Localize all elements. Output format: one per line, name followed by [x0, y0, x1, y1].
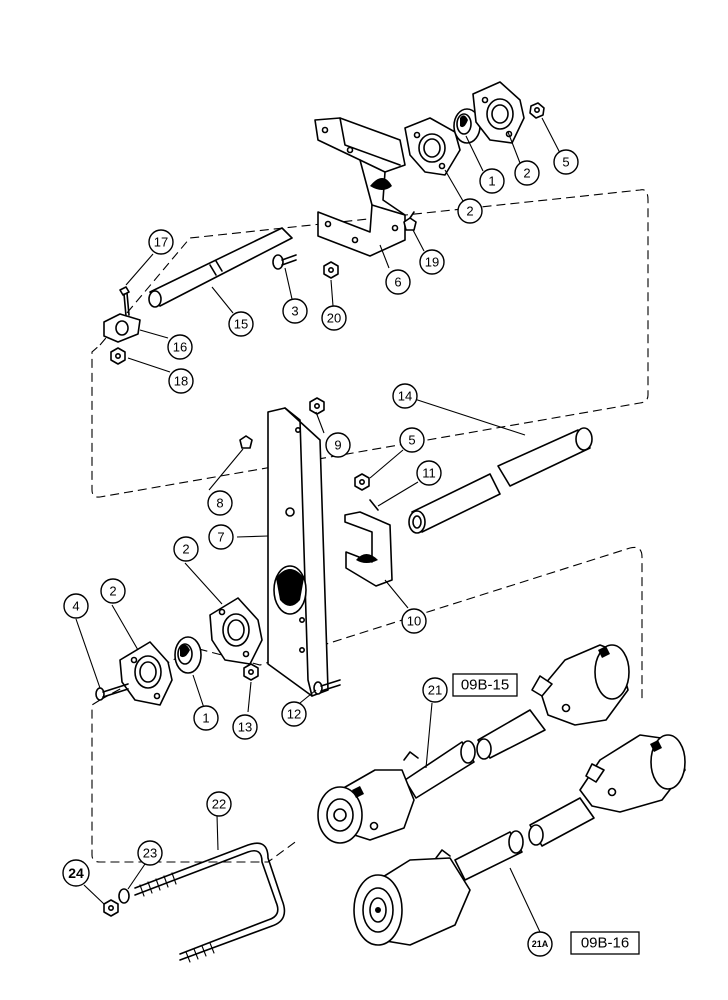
callout-14: 14: [392, 383, 418, 409]
callout-5-top: 5: [553, 149, 579, 175]
svg-text:9: 9: [334, 438, 341, 453]
svg-text:18: 18: [174, 374, 188, 389]
flange-bearing-housing-top-right: [472, 81, 525, 144]
svg-text:20: 20: [327, 311, 341, 326]
bracket-6: [314, 117, 406, 257]
callout-11: 11: [416, 460, 442, 486]
rod-22: [134, 842, 286, 963]
callout-2-top-right: 2: [514, 160, 540, 186]
callout-18: 18: [168, 368, 194, 394]
nut-5-top: [529, 102, 545, 119]
svg-text:2: 2: [109, 584, 116, 599]
nut-24: [103, 899, 119, 917]
nut-13: [243, 663, 259, 681]
svg-text:17: 17: [154, 235, 168, 250]
svg-text:14: 14: [398, 389, 412, 404]
screw-8: [239, 435, 253, 449]
svg-text:5: 5: [562, 155, 569, 170]
callout-15: 15: [228, 311, 254, 337]
svg-text:13: 13: [238, 720, 252, 735]
svg-text:21: 21: [428, 683, 442, 698]
callout-13: 13: [232, 714, 258, 740]
shaft-15: [148, 227, 293, 308]
callout-17: 17: [148, 229, 174, 255]
callout-24: 24: [62, 859, 90, 887]
callout-22: 22: [206, 791, 232, 817]
bolt-12: [313, 679, 341, 695]
reference-box-09b-16: 09B-16: [570, 931, 640, 955]
bearing-lower: [174, 636, 202, 674]
callout-5-middle: 5: [399, 427, 425, 453]
callout-1-lower: 1: [193, 705, 219, 731]
flange-bearing-housing-top-left: [404, 117, 461, 176]
svg-text:16: 16: [173, 340, 187, 355]
svg-text:2: 2: [523, 166, 530, 181]
svg-text:19: 19: [425, 255, 439, 270]
callout-9: 9: [325, 432, 351, 458]
flange-bearing-housing-lower-right: [209, 597, 263, 665]
clamp-16: [103, 313, 141, 343]
leader-lines: [75, 117, 561, 933]
callout-2-middle: 2: [173, 536, 199, 562]
svg-text:7: 7: [217, 530, 224, 545]
callout-7: 7: [208, 524, 234, 550]
bearing-top: [453, 108, 481, 144]
svg-text:2: 2: [466, 204, 473, 219]
callout-12: 12: [281, 701, 307, 727]
callout-23: 23: [137, 840, 163, 866]
svg-text:09B-16: 09B-16: [581, 935, 629, 952]
svg-text:1: 1: [488, 174, 495, 189]
screw-11: [369, 499, 379, 511]
svg-text:12: 12: [287, 707, 301, 722]
svg-text:23: 23: [143, 846, 157, 861]
washer-23: [118, 888, 130, 904]
flange-bearing-housing-lower-left: [119, 641, 173, 706]
svg-text:24: 24: [68, 865, 84, 881]
callout-10: 10: [401, 608, 427, 634]
bolt-3: [272, 254, 297, 270]
svg-text:2: 2: [182, 542, 189, 557]
driveshaft-21: [317, 644, 630, 844]
svg-text:3: 3: [291, 304, 298, 319]
callout-21a: 21A: [527, 931, 553, 957]
svg-text:1: 1: [202, 711, 209, 726]
callout-2-top-left: 2: [457, 198, 483, 224]
svg-text:4: 4: [72, 599, 79, 614]
callout-19: 19: [419, 249, 445, 275]
svg-text:22: 22: [212, 797, 226, 812]
nut-9: [309, 397, 325, 415]
callout-2-lower: 2: [100, 578, 126, 604]
driveshaft-21a: [353, 734, 686, 946]
callout-1-top: 1: [479, 168, 505, 194]
svg-text:8: 8: [216, 496, 223, 511]
svg-text:09B-15: 09B-15: [461, 677, 509, 694]
bolt-4: [95, 683, 129, 701]
svg-text:15: 15: [234, 317, 248, 332]
svg-text:5: 5: [408, 433, 415, 448]
svg-text:21A: 21A: [532, 939, 549, 949]
bracket-10: [344, 511, 393, 587]
bolt-17: [119, 286, 130, 317]
reference-box-09b-15: 09B-15: [452, 673, 518, 697]
callout-6: 6: [385, 269, 411, 295]
nut-5-middle: [354, 473, 370, 491]
nut-18: [110, 347, 126, 365]
svg-text:6: 6: [394, 275, 401, 290]
callout-16: 16: [167, 334, 193, 360]
callout-21: 21: [422, 677, 448, 703]
screw-19: [403, 211, 417, 231]
svg-text:10: 10: [407, 614, 421, 629]
nut-20: [323, 261, 339, 279]
callout-3: 3: [282, 298, 308, 324]
callout-8: 8: [207, 490, 233, 516]
callout-20: 20: [321, 305, 347, 331]
callout-4: 4: [63, 593, 89, 619]
svg-text:11: 11: [422, 466, 436, 481]
tube-14: [408, 427, 593, 534]
lower-group-outline: [91, 546, 643, 863]
mounting-plate-7: [267, 407, 329, 697]
